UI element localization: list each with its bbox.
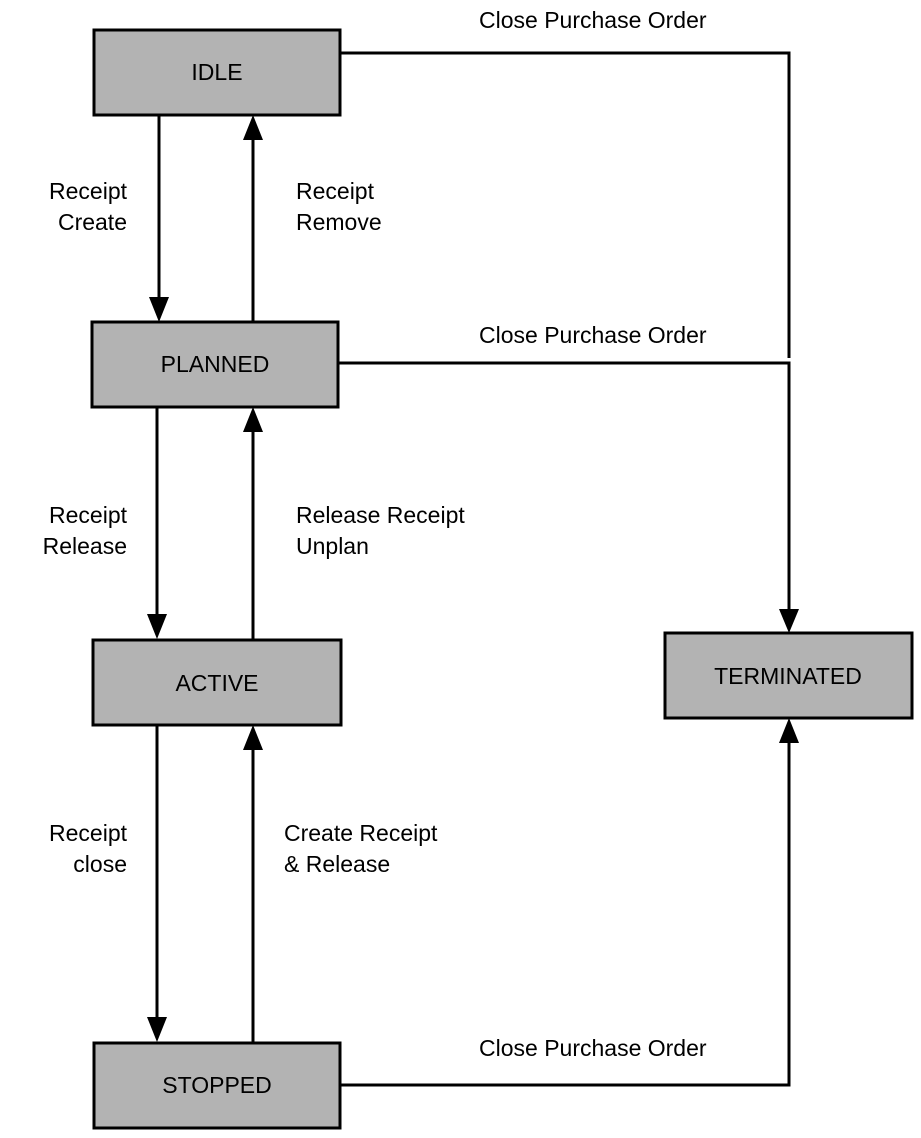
edge-idle-to-terminated: [340, 51, 791, 358]
label-receipt-remove-line1: Receipt: [296, 178, 375, 204]
label-close-po-stopped: Close Purchase Order: [479, 1035, 707, 1061]
edge-stopped-to-terminated: [340, 718, 799, 1087]
arrowhead-down-icon: [149, 297, 169, 322]
state-idle-label: IDLE: [191, 59, 242, 85]
arrowhead-down-icon: [147, 614, 167, 639]
state-terminated-label: TERMINATED: [714, 663, 862, 689]
edge-idle-to-planned: [149, 115, 169, 322]
edge-planned-to-terminated: [338, 361, 799, 633]
label-receipt-close-line2: close: [73, 851, 127, 877]
label-receipt-create-line2: Create: [58, 209, 127, 235]
label-receipt-close-line1: Receipt: [49, 820, 128, 846]
edge-planned-to-idle: [243, 115, 263, 322]
arrowhead-up-icon: [243, 115, 263, 140]
state-planned: PLANNED: [90, 320, 340, 409]
label-receipt-create-line1: Receipt: [49, 178, 128, 204]
edge-active-to-planned: [243, 407, 263, 640]
label-release-receipt-unplan-line2: Unplan: [296, 533, 369, 559]
state-active-label: ACTIVE: [175, 670, 258, 696]
edge-stopped-to-active: [243, 725, 263, 1043]
edge-planned-to-active: [147, 407, 167, 639]
state-stopped: STOPPED: [92, 1041, 342, 1130]
edge-active-to-stopped: [147, 725, 167, 1042]
arrowhead-down-icon: [147, 1017, 167, 1042]
label-create-receipt-release-line2: & Release: [284, 851, 390, 877]
arrowhead-up-icon: [243, 725, 263, 750]
label-release-receipt-unplan-line1: Release Receipt: [296, 502, 465, 528]
arrowhead-up-icon: [243, 407, 263, 432]
label-close-po-planned: Close Purchase Order: [479, 322, 707, 348]
label-receipt-release-line1: Receipt: [49, 502, 128, 528]
state-planned-label: PLANNED: [161, 351, 270, 377]
label-receipt-remove-line2: Remove: [296, 209, 382, 235]
label-create-receipt-release-line1: Create Receipt: [284, 820, 438, 846]
arrowhead-down-icon: [779, 609, 799, 633]
state-idle: IDLE: [92, 28, 342, 117]
label-close-po-idle: Close Purchase Order: [479, 7, 707, 33]
state-terminated: TERMINATED: [663, 631, 914, 720]
arrowhead-up-icon: [779, 718, 799, 743]
state-stopped-label: STOPPED: [162, 1072, 272, 1098]
label-receipt-release-line2: Release: [43, 533, 127, 559]
state-active: ACTIVE: [91, 638, 343, 727]
